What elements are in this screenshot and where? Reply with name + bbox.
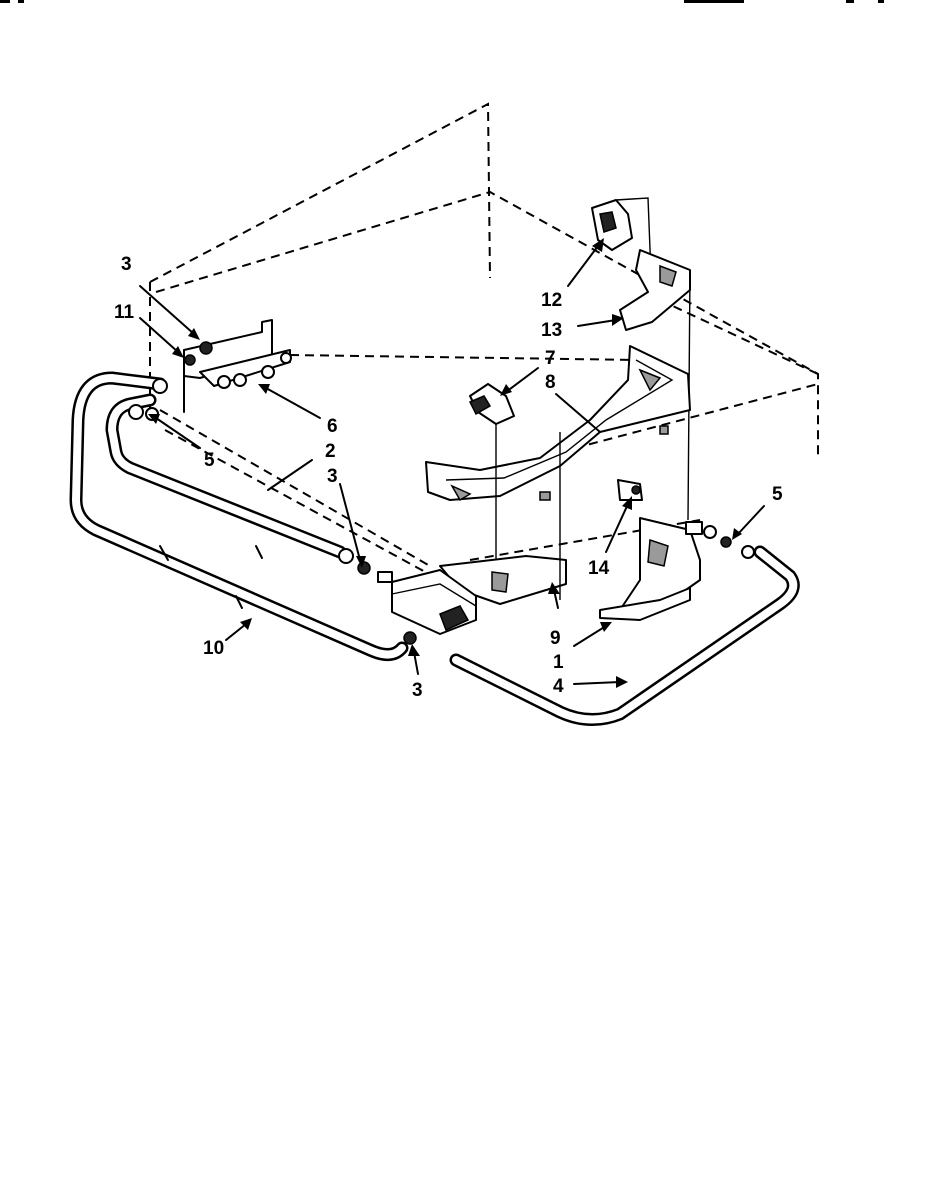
clip-14: [617, 479, 643, 501]
callout-7: 7: [545, 348, 556, 369]
callout-10: 10: [203, 638, 224, 659]
callout-2: 2: [325, 441, 336, 462]
callout-11: 11: [114, 302, 135, 323]
callout-5-right: 5: [772, 484, 783, 505]
bracket-1: [599, 517, 755, 621]
right-drain-tube: [449, 545, 800, 726]
callout-12: 12: [541, 290, 562, 311]
scan-edge-marks: [0, 0, 884, 3]
callout-3-bottom: 3: [412, 680, 423, 701]
float-cup-8: [425, 345, 691, 502]
callout-3-middle: 3: [327, 466, 338, 487]
callout-labels: 3 11 6 2 3 5 12 13 7 8 14 5 9 1 4 10 3: [114, 254, 783, 701]
callout-8: 8: [545, 372, 556, 393]
callout-5-left: 5: [204, 450, 215, 471]
callout-3-top-left: 3: [121, 254, 132, 275]
callout-9: 9: [550, 628, 561, 649]
callout-13: 13: [541, 320, 562, 341]
callout-1: 1: [553, 652, 564, 673]
guide-13: [619, 249, 691, 521]
callout-6: 6: [327, 416, 338, 437]
callout-14: 14: [588, 558, 610, 579]
left-drain-tube: [69, 371, 409, 661]
callout-4: 4: [553, 676, 564, 697]
cabinet-outline-dashed: [149, 102, 819, 581]
leader-lines: [139, 238, 765, 688]
left-bracket: [128, 319, 292, 421]
